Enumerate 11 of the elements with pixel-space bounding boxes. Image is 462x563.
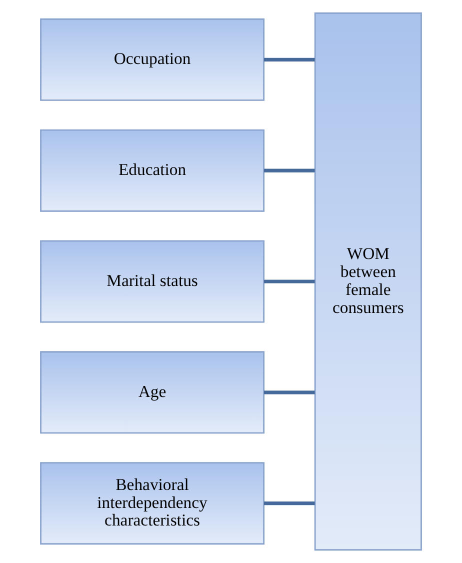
node-box: Education (40, 129, 265, 212)
connector (264, 168, 315, 172)
node-box: WOM between female consumers (314, 12, 422, 551)
node-box: Occupation (40, 18, 265, 101)
node-box: Behavioral interdependency characteristics (40, 462, 265, 545)
connector (264, 502, 315, 506)
connector (264, 390, 315, 394)
connector (264, 280, 315, 284)
node-box: Marital status (40, 240, 265, 323)
node-box: Age (40, 351, 265, 434)
connector (264, 58, 315, 62)
